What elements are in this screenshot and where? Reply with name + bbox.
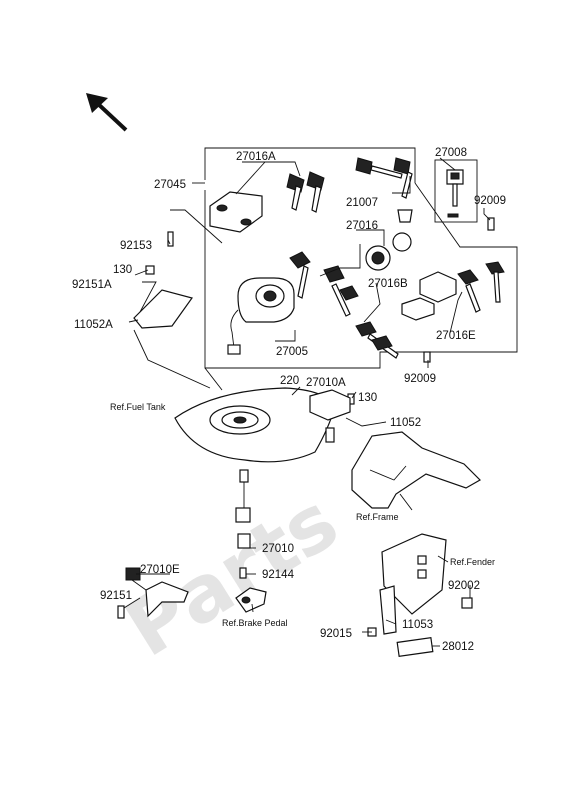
bracket-11052a bbox=[133, 281, 193, 329]
label-27045: 27045 bbox=[154, 179, 186, 191]
label-21007: 21007 bbox=[346, 197, 378, 209]
label-130-left: 130 bbox=[113, 264, 132, 276]
label-27016a: 27016A bbox=[236, 151, 276, 163]
reflector bbox=[396, 637, 434, 657]
label-27010: 27010 bbox=[262, 543, 294, 555]
label-92009-top: 92009 bbox=[474, 195, 506, 207]
label-92002: 92002 bbox=[448, 580, 480, 592]
leader-lines bbox=[123, 157, 491, 647]
label-220: 220 bbox=[280, 375, 299, 387]
label-92144: 92144 bbox=[262, 569, 295, 581]
arrow-up-left-icon bbox=[86, 93, 128, 132]
label-27008: 27008 bbox=[435, 147, 467, 159]
label-130-right: 130 bbox=[358, 392, 377, 404]
label-27016e: 27016E bbox=[436, 330, 476, 342]
key-set-lower bbox=[355, 321, 399, 359]
ignition-switch-27010a bbox=[309, 389, 351, 443]
label-11052: 11052 bbox=[390, 417, 421, 429]
label-92009-bottom: 92009 bbox=[404, 373, 436, 385]
key-set-21007 bbox=[355, 157, 413, 223]
main-assembly-frame bbox=[204, 147, 518, 369]
switch-27010e bbox=[125, 567, 189, 618]
lock-cylinder bbox=[365, 232, 412, 271]
label-28012: 28012 bbox=[442, 641, 474, 653]
ref-fuel-tank: Ref.Fuel Tank bbox=[110, 402, 166, 412]
seat-lock-cap bbox=[209, 191, 263, 233]
ignition-switch bbox=[227, 277, 295, 355]
brake-pedal bbox=[235, 587, 267, 613]
fuel-cap-locks bbox=[401, 261, 505, 321]
ref-frame: Ref.Frame bbox=[356, 512, 399, 522]
ref-brake-pedal: Ref.Brake Pedal bbox=[222, 618, 288, 628]
frame bbox=[351, 431, 481, 509]
label-92015: 92015 bbox=[320, 628, 352, 640]
label-27010e: 27010E bbox=[140, 564, 180, 576]
key-set-top bbox=[286, 171, 325, 213]
key-box bbox=[434, 159, 478, 223]
label-27016b: 27016B bbox=[368, 278, 408, 290]
blank-key bbox=[446, 169, 464, 218]
label-92151a: 92151A bbox=[72, 279, 112, 291]
label-11052a: 11052A bbox=[74, 319, 113, 331]
key-set-middle bbox=[289, 251, 359, 317]
ref-fender: Ref.Fender bbox=[450, 557, 495, 567]
label-92151: 92151 bbox=[100, 590, 132, 602]
label-11053: 11053 bbox=[402, 619, 433, 631]
switch-27010 bbox=[235, 469, 251, 549]
label-27016: 27016 bbox=[346, 220, 378, 232]
label-27005: 27005 bbox=[276, 346, 308, 358]
label-27010a: 27010A bbox=[306, 377, 346, 389]
label-92153: 92153 bbox=[120, 240, 152, 252]
